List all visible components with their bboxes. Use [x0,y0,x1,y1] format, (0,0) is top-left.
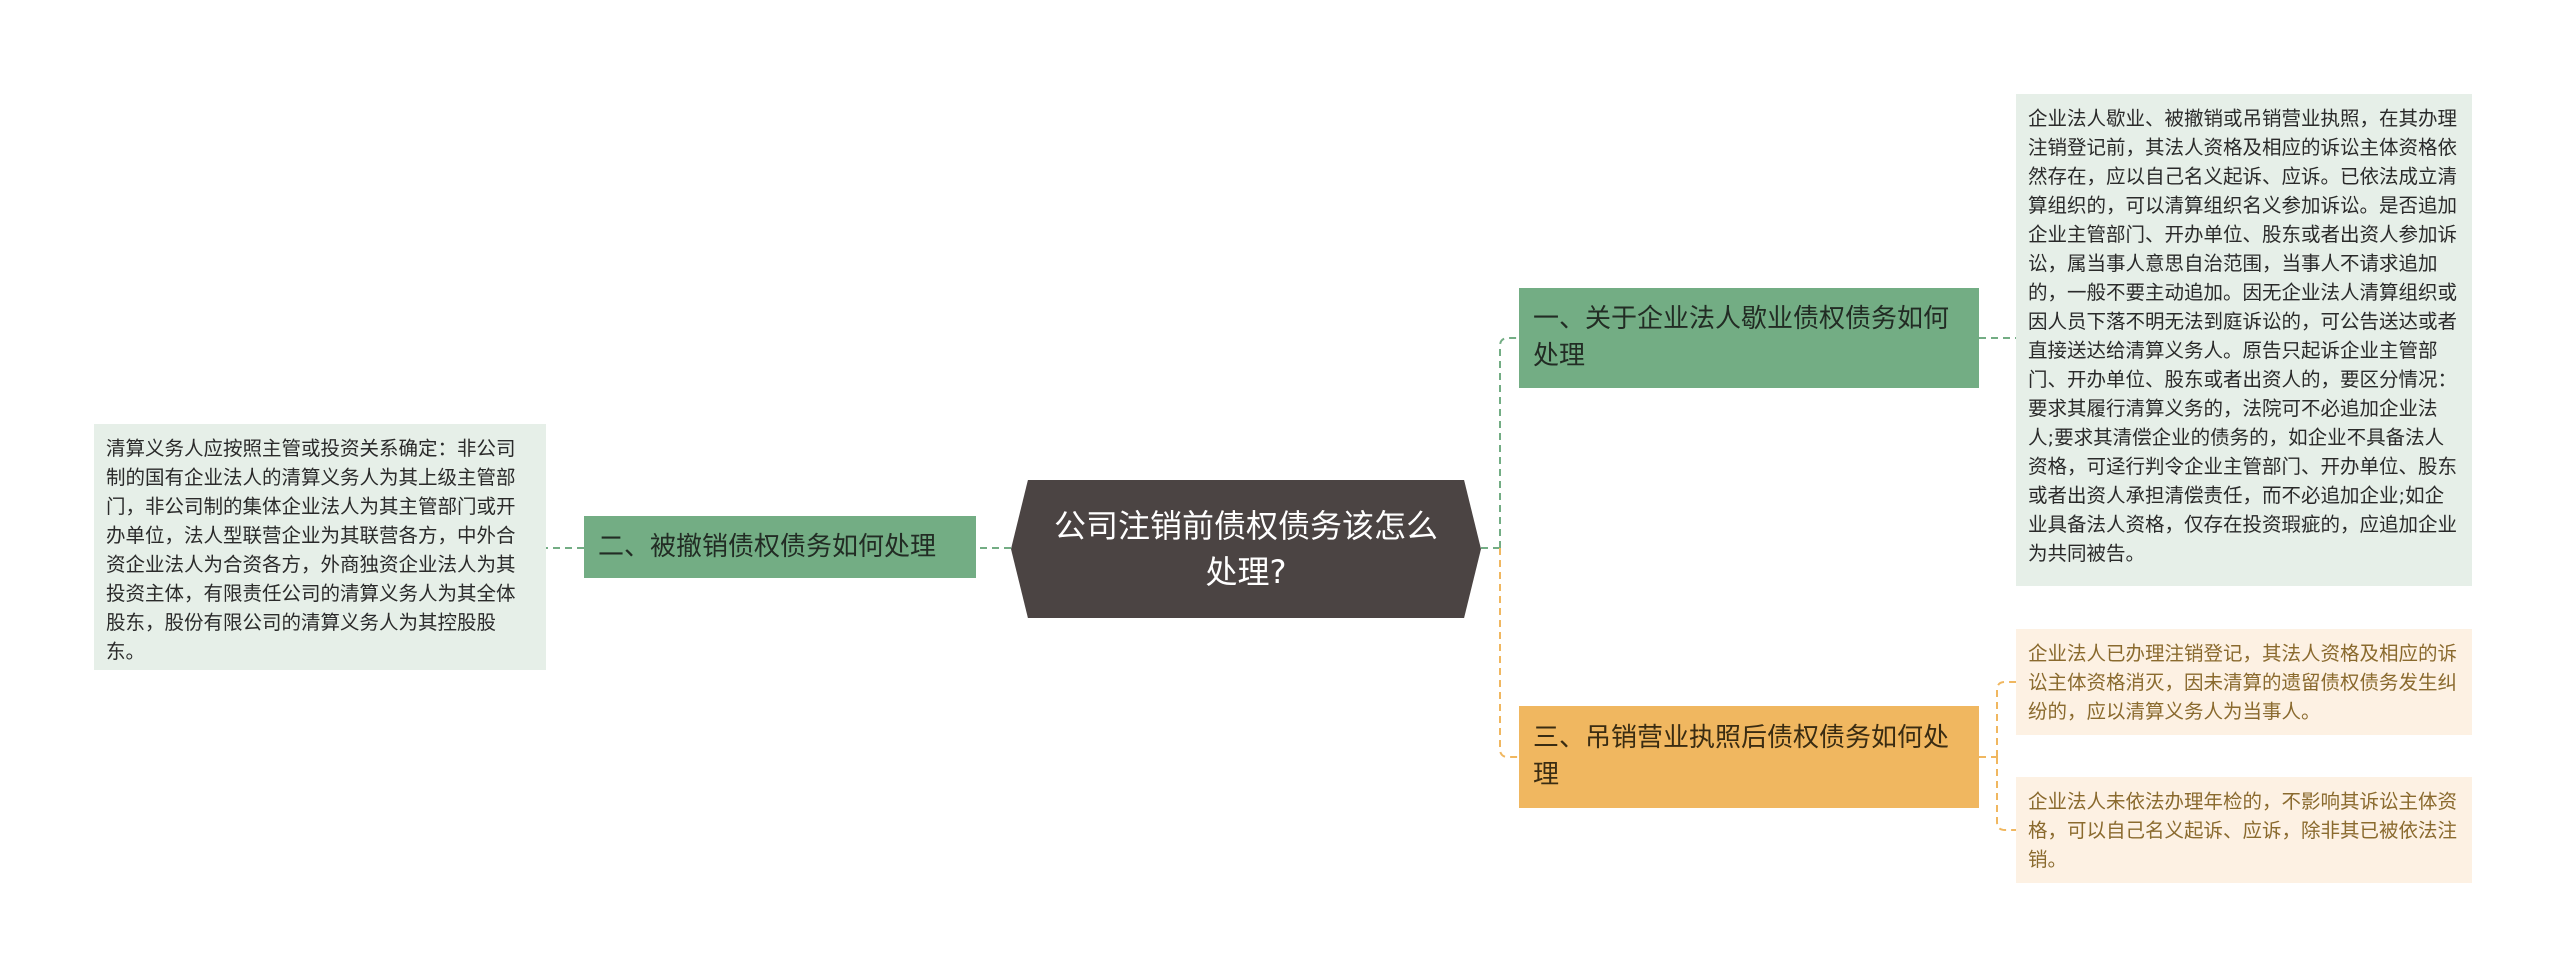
central-topic-text: 公司注销前债权债务该怎么处理? [1053,507,1438,591]
leaf-branch-one-detail[interactable]: 企业法人歇业、被撤销或吊销营业执照，在其办理注销登记前，其法人资格及相应的诉讼主… [2016,94,2472,586]
central-topic[interactable]: 公司注销前债权债务该怎么处理? [1011,480,1481,618]
branch-one[interactable]: 一、关于企业法人歇业债权债务如何处理 [1519,288,1979,388]
connector-branch-three-to-leaf-b [1996,757,2016,831]
leaf-branch-two-detail-text: 清算义务人应按照主管或投资关系确定：非公司制的国有企业法人的清算义务人为其上级主… [106,437,516,663]
branch-two[interactable]: 二、被撤销债权债务如何处理 [584,516,976,578]
branch-one-text: 一、关于企业法人歇业债权债务如何处理 [1533,304,1950,371]
leaf-branch-three-detail-a[interactable]: 企业法人已办理注销登记，其法人资格及相应的诉讼主体资格消灭，因未清算的遗留债权债… [2016,629,2472,735]
connector-branch-three-to-leaf-a [1996,681,2016,757]
connector-trunk-to-branch-three [1499,548,1519,758]
leaf-branch-three-detail-a-text: 企业法人已办理注销登记，其法人资格及相应的诉讼主体资格消灭，因未清算的遗留债权债… [2028,642,2458,723]
leaf-branch-three-detail-b-text: 企业法人未依法办理年检的，不影响其诉讼主体资格，可以自己名义起诉、应诉，除非其已… [2028,790,2458,871]
leaf-branch-three-detail-b[interactable]: 企业法人未依法办理年检的，不影响其诉讼主体资格，可以自己名义起诉、应诉，除非其已… [2016,777,2472,883]
branch-three[interactable]: 三、吊销营业执照后债权债务如何处理 [1519,706,1979,808]
branch-three-text: 三、吊销营业执照后债权债务如何处理 [1533,723,1950,790]
leaf-branch-two-detail[interactable]: 清算义务人应按照主管或投资关系确定：非公司制的国有企业法人的清算义务人为其上级主… [94,424,546,670]
branch-two-text: 二、被撤销债权债务如何处理 [598,531,937,562]
connector-trunk-to-branch-one [1499,337,1519,548]
leaf-branch-one-detail-text: 企业法人歇业、被撤销或吊销营业执照，在其办理注销登记前，其法人资格及相应的诉讼主… [2028,107,2458,565]
